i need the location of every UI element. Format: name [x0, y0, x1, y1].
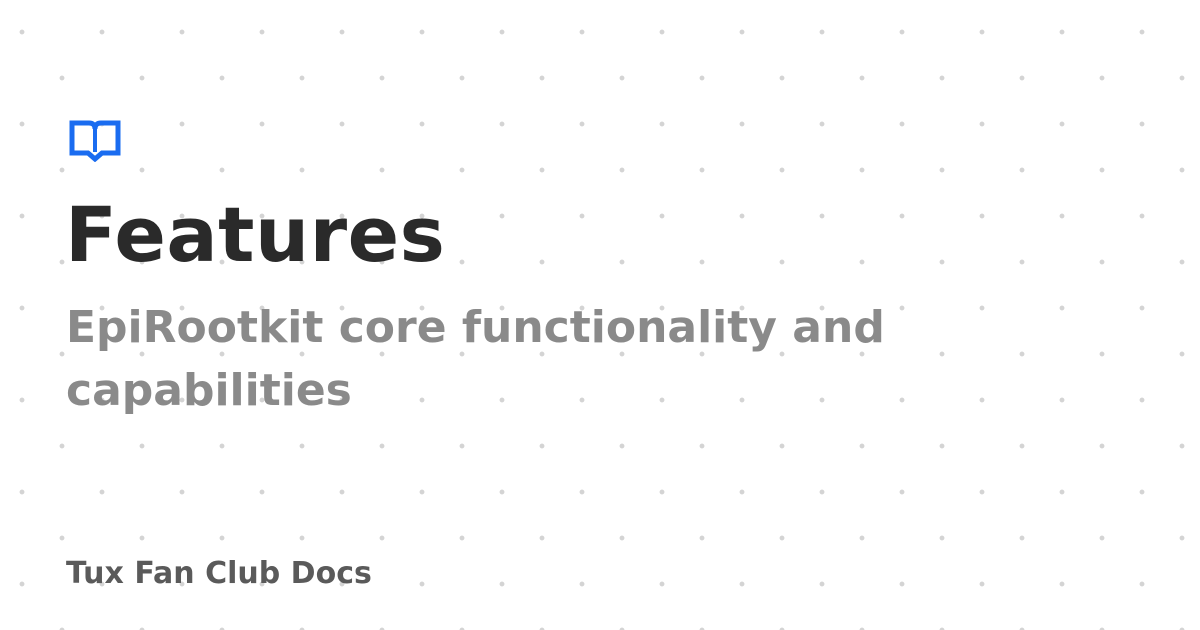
open-book-icon — [67, 118, 123, 163]
page-title: Features — [65, 190, 446, 279]
page-subtitle: EpiRootkit core functionality and capabi… — [66, 302, 885, 416]
site-name: Tux Fan Club Docs — [66, 556, 372, 591]
social-card: Features EpiRootkit core functionality a… — [65, 0, 1147, 630]
